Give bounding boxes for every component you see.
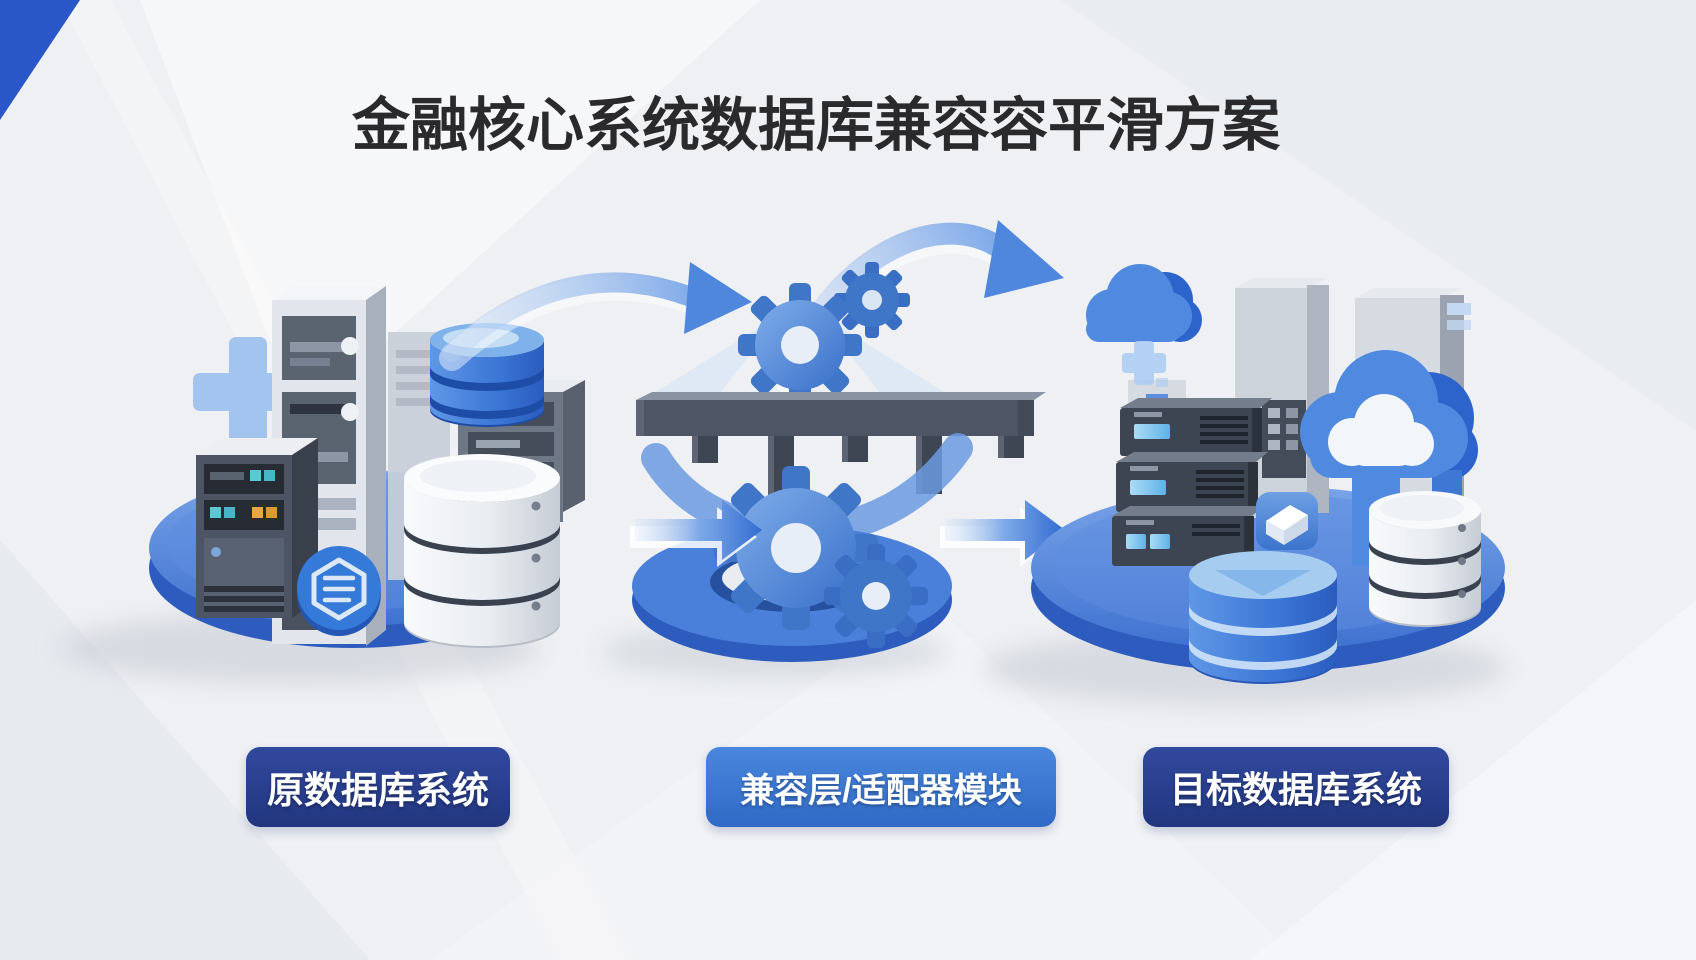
gear-icon [738,283,862,407]
source-system-illustration [149,286,585,648]
rack-server-icon [1120,398,1272,456]
right-arrow-icon [630,500,762,567]
gear-icon [824,544,928,648]
label-target-database-system: 目标数据库系统 [1143,747,1449,827]
light-rays [646,312,954,398]
target-system-illustration [1031,264,1505,684]
database-cylinder-icon [404,454,560,648]
data-block-icons [1447,303,1471,330]
curved-arrow-icon [439,262,752,371]
diagram-title: 金融核心系统数据库兼容容平滑方案 [352,93,1281,158]
server-tower-icon [196,438,318,618]
control-panel-icon [1262,400,1306,478]
document-hexagon-badge-icon [297,546,381,636]
label-source-database-system: 原数据库系统 [246,747,510,827]
rack-server-icon [1116,452,1268,512]
gear-icon [834,262,910,338]
database-cylinder-icon [1369,491,1481,627]
label-compatibility-adapter-module: 兼容层/适配器模块 [706,747,1056,827]
plus-icon [1122,341,1168,387]
cloud-icon [1300,350,1478,566]
package-badge-icon [1256,492,1318,550]
rack-server-icon [1112,506,1264,566]
corner-accent-triangle [0,0,80,120]
database-cylinder-icon [1189,551,1337,684]
cloud-icon [1086,264,1202,342]
bridge-beam-icon [636,392,1046,496]
right-arrow-icon [940,500,1065,567]
